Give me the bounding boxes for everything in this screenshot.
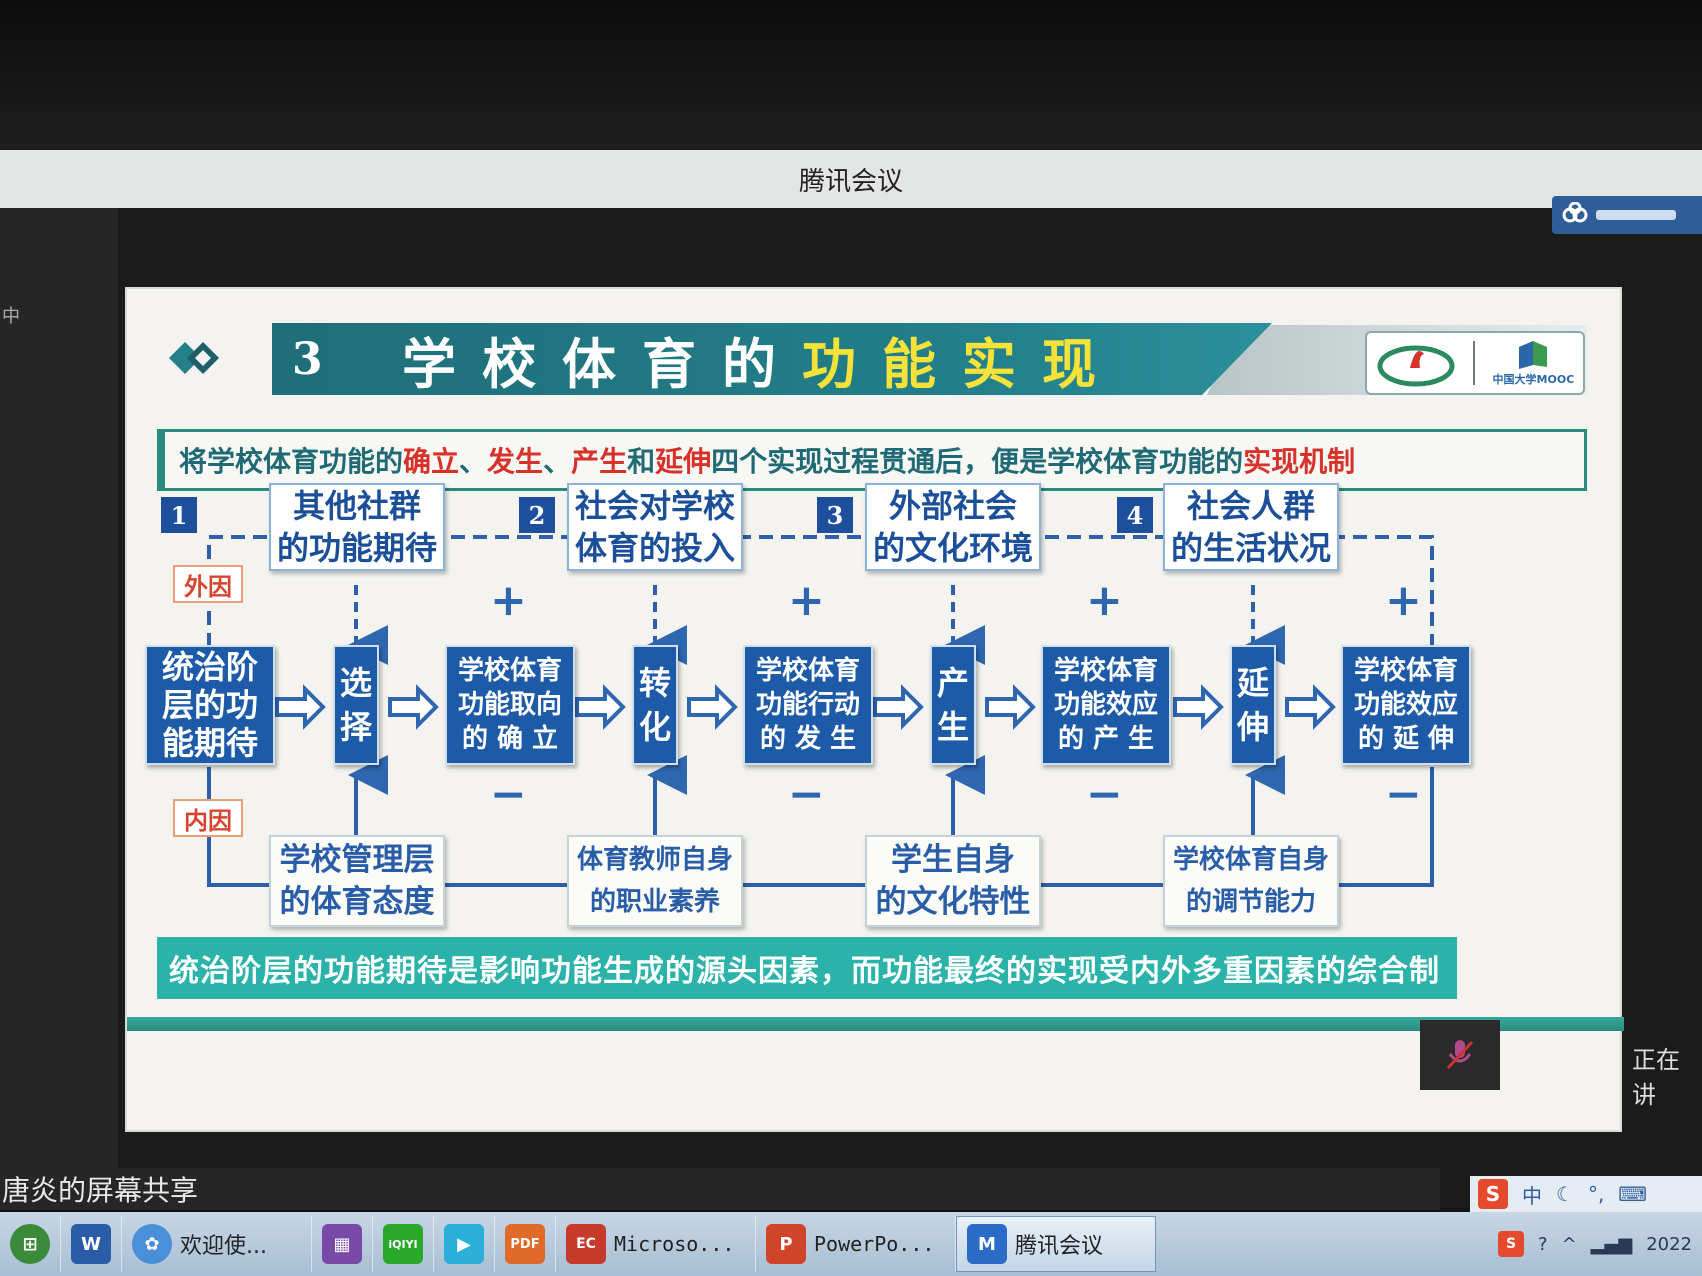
monitor-bezel-top (0, 0, 1702, 150)
word-app-icon: W (71, 1224, 111, 1264)
taskbar-label: Microso... (614, 1232, 735, 1256)
badge-divider (1473, 341, 1476, 385)
tray-clock[interactable]: 2022 (1646, 1233, 1692, 1255)
minus-sign-1: − (490, 769, 527, 820)
tray-help-icon[interactable]: ? (1538, 1233, 1548, 1255)
plus-sign-4: + (1385, 575, 1422, 626)
iqiyi-app-icon: iQIYI (383, 1224, 423, 1264)
minus-sign-2: − (788, 769, 825, 820)
tray-expand-icon[interactable]: ^ (1561, 1233, 1577, 1255)
internal-factor-3: 学生自身 的文化特性 (865, 835, 1041, 927)
cloud-app-icon: ✿ (132, 1224, 172, 1264)
flow-verb-select: 选 择 (333, 645, 379, 765)
plus-sign-3: + (1086, 575, 1123, 626)
external-factor-3: 外部社会 的文化环境 (865, 483, 1041, 571)
flow-stage-extend: 学校体育 功能效应 的 延 伸 (1341, 645, 1471, 765)
external-factor-4: 社会人群 的生活状况 (1163, 483, 1339, 571)
taskbar-label: PowerPo... (814, 1232, 935, 1256)
windows-start-icon: ⊞ (10, 1224, 50, 1264)
moon-icon[interactable]: ☾ (1556, 1182, 1574, 1206)
taskbar-item-powerpoint[interactable]: P PowerPo... (756, 1216, 956, 1272)
taskbar-label: 欢迎使... (180, 1234, 267, 1259)
ime-toolbar[interactable]: S 中 ☾ °, ⌨ (1470, 1176, 1702, 1212)
taskbar-item-pdf[interactable]: PDF (495, 1216, 556, 1272)
external-factor-1: 其他社群 的功能期待 (269, 483, 445, 571)
flow-verb-extend: 延 伸 (1230, 645, 1276, 765)
sogou-ime-icon[interactable]: S (1478, 1179, 1508, 1209)
taskbar-item-books[interactable]: ▦ (312, 1216, 373, 1272)
books-app-icon: ▦ (322, 1224, 362, 1264)
tencent-meeting-icon: M (967, 1224, 1007, 1264)
flow-start: 统治阶 层的功 能期待 (145, 645, 275, 765)
internal-factor-4: 学校体育自身 的调节能力 (1163, 835, 1339, 927)
step-number-3: 3 (817, 497, 853, 533)
mic-muted-icon[interactable] (1420, 1020, 1500, 1090)
mini-toolbar-bar-icon (1596, 210, 1676, 220)
system-tray: S ? ^ ▂▄▆ 2022 (1498, 1231, 1702, 1257)
punctuation-icon[interactable]: °, (1587, 1182, 1605, 1206)
window-title-bar[interactable]: 腾讯会议 (0, 150, 1702, 208)
flow-verb-produce: 产 生 (930, 645, 976, 765)
screen-share-label: 唐炎的屏幕共享 (0, 1168, 1440, 1210)
minus-sign-3: − (1086, 769, 1123, 820)
taskbar-item-player[interactable]: ▶ (434, 1216, 495, 1272)
meeting-logo-icon (1562, 201, 1588, 228)
video-player-icon: ▶ (444, 1224, 484, 1264)
flow-stage-produce: 学校体育 功能效应 的 产 生 (1041, 645, 1171, 765)
flow-stage-establish: 学校体育 功能取向 的 确 立 (445, 645, 575, 765)
flow-stage-occur: 学校体育 功能行动 的 发 生 (743, 645, 873, 765)
chevron-logo-icon (169, 342, 219, 374)
mooc-book-icon (1519, 341, 1548, 369)
taskbar-item-iqiyi[interactable]: iQIYI (373, 1216, 434, 1272)
shared-slide: 3 学校体育的功能实现 中国大学MOOC 将学校体育功能的确立、发生、产生和延伸… (125, 287, 1624, 1132)
speaking-indicator: 正在讲 (1632, 1046, 1680, 1109)
internal-factor-2: 体育教师自身 的职业素养 (567, 835, 743, 927)
left-side-panel (0, 208, 118, 1168)
powerpoint-app-icon: P (766, 1224, 806, 1264)
start-button[interactable]: ⊞ (0, 1216, 61, 1272)
university-badge: 中国大学MOOC (1365, 331, 1585, 395)
section-header: 3 学校体育的功能实现 (272, 323, 1272, 395)
mooc-label: 中国大学MOOC (1492, 373, 1575, 386)
slide-footer-line (127, 1017, 1624, 1031)
pdf-app-icon: PDF (505, 1224, 545, 1264)
diagram-connectors (207, 535, 1434, 887)
external-factor-2: 社会对学校 体育的投入 (567, 483, 743, 571)
ime-mode[interactable]: 中 (1522, 1183, 1542, 1208)
section-title: 学校体育的功能实现 (402, 332, 1122, 396)
intro-statement: 将学校体育功能的确立、发生、产生和延伸四个实现过程贯通后，便是学校体育功能的实现… (157, 429, 1587, 491)
tray-signal-icon[interactable]: ▂▄▆ (1590, 1233, 1633, 1255)
window-title: 腾讯会议 (798, 166, 903, 197)
plus-sign-2: + (788, 575, 825, 626)
taskbar-item-word[interactable]: W (61, 1216, 122, 1272)
plus-sign-1: + (490, 575, 527, 626)
flow-verb-transform: 转 化 (632, 645, 678, 765)
ime-indicator-left: 中 (2, 306, 20, 327)
taskbar-item-tencent-meeting[interactable]: M 腾讯会议 (956, 1216, 1156, 1272)
taskbar-item-welcome[interactable]: ✿ 欢迎使... (122, 1216, 312, 1272)
university-emblem-icon (1377, 345, 1455, 387)
step-number-2: 2 (519, 497, 555, 533)
keyboard-icon[interactable]: ⌨ (1618, 1182, 1648, 1206)
minus-sign-4: − (1385, 769, 1422, 820)
step-number-1: 1 (161, 497, 197, 533)
taskbar: ⊞ W ✿ 欢迎使... ▦ iQIYI ▶ PDF EC Microso...… (0, 1212, 1702, 1276)
function-realization-diagram: 1 2 3 4 其他社群 的功能期待 社会对学校 体育的投入 外部社会 的文化环… (127, 483, 1624, 939)
taskbar-item-microsoft[interactable]: EC Microso... (556, 1216, 756, 1272)
conclusion-banner: 统治阶层的功能期待是影响功能生成的源头因素，而功能最终的实现受内外多重因素的综合… (157, 937, 1457, 999)
meeting-mini-toolbar[interactable] (1552, 196, 1702, 234)
tray-sogou-icon[interactable]: S (1498, 1231, 1524, 1257)
section-number: 3 (292, 333, 323, 385)
excel-app-icon: EC (566, 1224, 606, 1264)
internal-factor-1: 学校管理层 的体育态度 (269, 835, 445, 927)
external-cause-tag: 外因 (173, 565, 243, 603)
internal-cause-tag: 内因 (173, 799, 243, 837)
taskbar-label: 腾讯会议 (1015, 1234, 1104, 1259)
step-number-4: 4 (1117, 497, 1153, 533)
